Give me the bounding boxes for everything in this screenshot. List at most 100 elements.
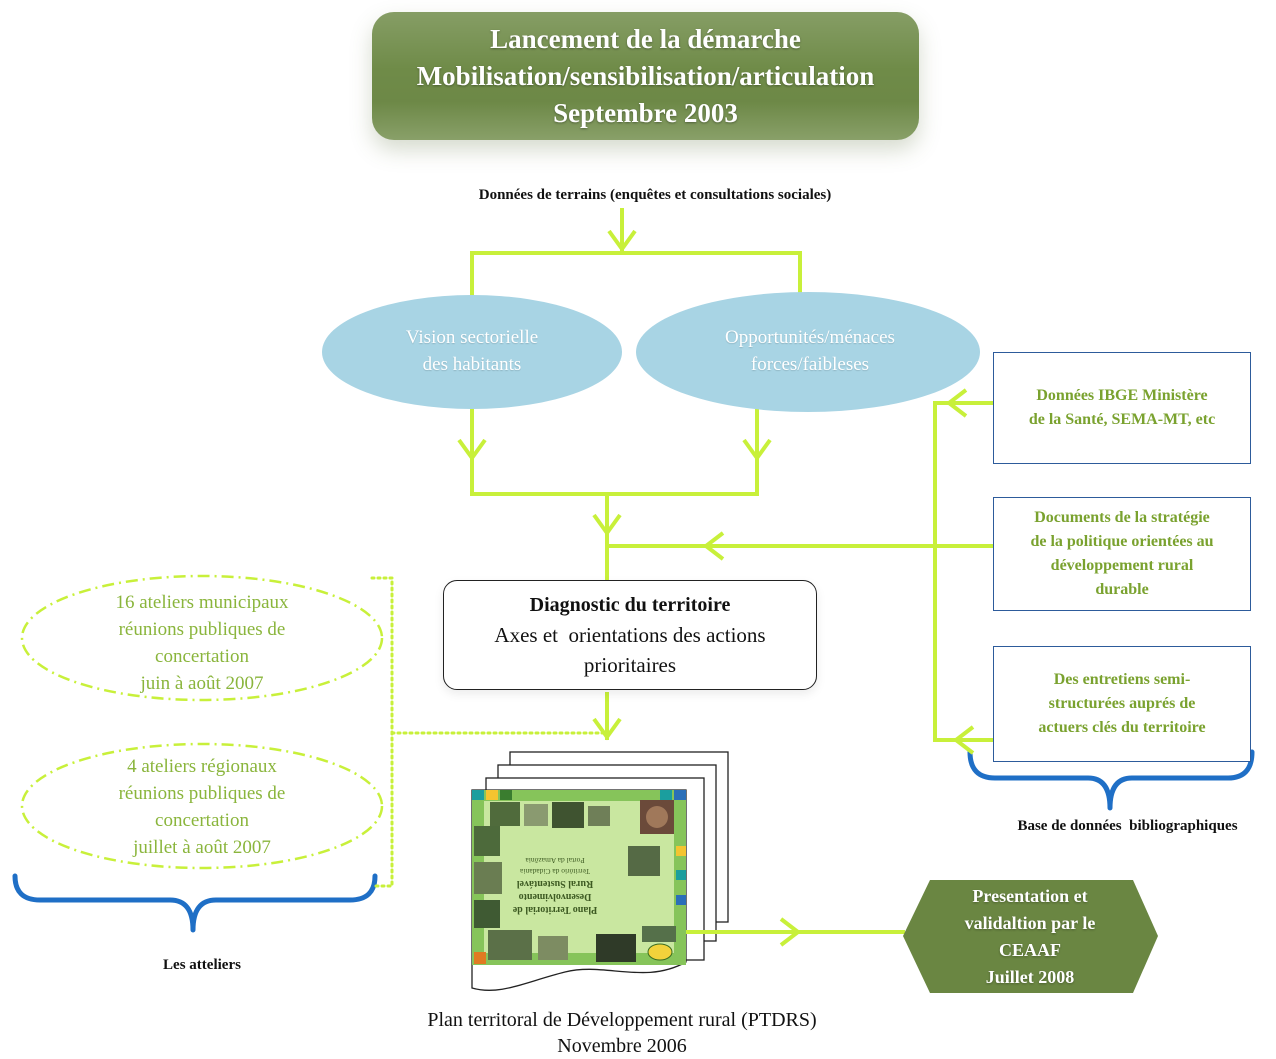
- cover-tile: [500, 790, 512, 800]
- source-box-ibge: Données IBGE Ministère de la Santé, SEMA…: [993, 352, 1251, 464]
- arrow-head-down: [607, 229, 637, 253]
- arrow-head-left: [952, 725, 975, 755]
- workshop-municipal-text: 16 ateliers municipaux réunions publique…: [32, 589, 372, 697]
- plan-caption: Plan territoral de Développement rural (…: [322, 1007, 922, 1059]
- validation-line: Juillet 2008: [985, 967, 1075, 987]
- arrow-head-down: [592, 513, 622, 537]
- cover-tile: [676, 870, 686, 880]
- source-line: durable: [1095, 581, 1149, 598]
- workshop-line: réunions publiques de: [118, 783, 286, 804]
- source-line: Des entretiens semi-: [1053, 671, 1191, 688]
- plan-caption-date: Novembre 2006: [557, 1035, 687, 1057]
- launch-line: Mobilisation/sensibilisation/articulatio…: [416, 60, 875, 91]
- cover-photo: [538, 936, 568, 960]
- plan-caption-title: Plan territoral de Développement rural (…: [427, 1009, 817, 1031]
- cover-photo: [474, 826, 500, 856]
- diagnostic-line: prioritaires: [583, 653, 677, 677]
- cover-photo: [628, 846, 660, 876]
- cover-photo: [474, 862, 502, 894]
- connector-split-to-ellipses: [470, 251, 802, 300]
- plan-cover-image: [472, 790, 686, 965]
- analysis-line: Vision sectorielle: [405, 327, 539, 348]
- analysis-line: Opportunités/ménaces: [725, 327, 895, 348]
- workshop-line: concertation: [155, 810, 249, 831]
- cover-photo: [596, 934, 636, 962]
- arrow-head-down: [742, 438, 772, 462]
- workshops-label-text: Les atteliers: [163, 957, 241, 973]
- plan-cover-text: Plano Territorial de Desenvolvimento Rur…: [485, 826, 625, 916]
- source-line: structurées auprés de: [1048, 695, 1196, 712]
- cover-line: Desenvolvimento: [518, 891, 592, 902]
- workshop-line: juin à août 2007: [140, 673, 264, 694]
- analysis-swot-text: Opportunités/ménaces forces/faibleses: [640, 324, 980, 378]
- cover-photo: [552, 802, 584, 828]
- bibliography-brace: [967, 749, 1255, 811]
- source-line: actuers clés du territoire: [1038, 719, 1206, 736]
- cover-photo: [642, 926, 676, 942]
- workshop-regional-text: 4 ateliers régionaux réunions publiques …: [32, 753, 372, 861]
- arrow-head-right: [779, 917, 802, 947]
- cover-tile: [674, 790, 686, 800]
- validation-line: CEAAF: [999, 940, 1061, 960]
- source-line: développement rural: [1050, 557, 1194, 574]
- analysis-line: forces/faibleses: [750, 354, 870, 375]
- cover-tile: [676, 895, 686, 905]
- cover-line: Portal da Amazônia: [525, 856, 585, 865]
- launch-box: Lancement de la démarche Mobilisation/se…: [372, 12, 919, 140]
- diagnostic-line: Axes et orientations des actions: [494, 623, 766, 647]
- arrow-head-left: [702, 531, 725, 561]
- workshop-line: juillet à août 2007: [133, 837, 271, 858]
- arrow-head-down: [592, 717, 622, 741]
- connector-ellipses-merge: [470, 405, 759, 496]
- cover-tile: [474, 952, 486, 964]
- cover-photo: [588, 806, 610, 826]
- cover-logo: [647, 943, 673, 961]
- arrow-head-left: [945, 388, 968, 418]
- bibliography-label-text: Base de données bibliographiques: [1017, 818, 1238, 834]
- diagnostic-title: Diagnostic du territoire: [529, 594, 731, 616]
- workshop-ellipse-regional: [20, 742, 384, 870]
- launch-line: Lancement de la démarche: [490, 23, 801, 54]
- source-box-interviews: Des entretiens semi- structurées auprés …: [993, 646, 1251, 762]
- bibliography-label: Base de données bibliographiques: [985, 816, 1270, 836]
- source-line: Données IBGE Ministère: [1036, 387, 1208, 404]
- workshops-brace: [12, 873, 378, 933]
- cover-line: Território da Cidadania: [520, 867, 590, 876]
- analysis-vision-text: Vision sectorielle des habitants: [332, 324, 612, 378]
- validation-text: Presentation et validaltion par le CEAAF…: [905, 883, 1155, 991]
- cover-tile: [660, 790, 672, 800]
- analysis-line: des habitants: [422, 354, 522, 375]
- workshop-line: 16 ateliers municipaux: [115, 592, 289, 613]
- cover-photo-round: [646, 806, 668, 828]
- cover-photo: [490, 802, 520, 826]
- validation-hexagon: [903, 880, 1158, 993]
- field-data-label: Données de terrains (enquêtes et consult…: [420, 184, 890, 206]
- cover-photo: [524, 804, 548, 826]
- cover-line: Plano Territorial de: [512, 904, 598, 915]
- cover-photo: [474, 900, 500, 928]
- cover-line: Rural Sustentável: [516, 878, 594, 889]
- source-box-strategy-documents: Documents de la stratégie de la politiqu…: [993, 497, 1251, 611]
- cover-tile: [472, 790, 484, 800]
- workshops-label: Les atteliers: [102, 955, 302, 975]
- workshop-line: réunions publiques de: [118, 619, 286, 640]
- source-line: de la politique orientées au: [1030, 533, 1214, 550]
- connector-sources-collector: [933, 401, 993, 742]
- diagnostic-box: Diagnostic du territoire Axes et orienta…: [443, 580, 817, 690]
- cover-tile: [676, 846, 686, 856]
- source-line: Documents de la stratégie: [1034, 509, 1210, 526]
- field-data-label-text: Données de terrains (enquêtes et consult…: [478, 187, 832, 203]
- source-line: de la Santé, SEMA-MT, etc: [1028, 411, 1216, 428]
- workshop-line: concertation: [155, 646, 249, 667]
- cover-tile: [486, 790, 498, 800]
- launch-line: Septembre 2003: [553, 97, 738, 128]
- analysis-ellipse-vision: [322, 295, 622, 409]
- analysis-ellipse-swot: [636, 292, 980, 412]
- workshop-line: 4 ateliers régionaux: [127, 756, 277, 777]
- workshop-ellipse-municipal: [20, 574, 384, 702]
- validation-line: Presentation et: [972, 886, 1088, 906]
- arrow-head-down: [457, 438, 487, 462]
- validation-line: validaltion par le: [964, 913, 1096, 933]
